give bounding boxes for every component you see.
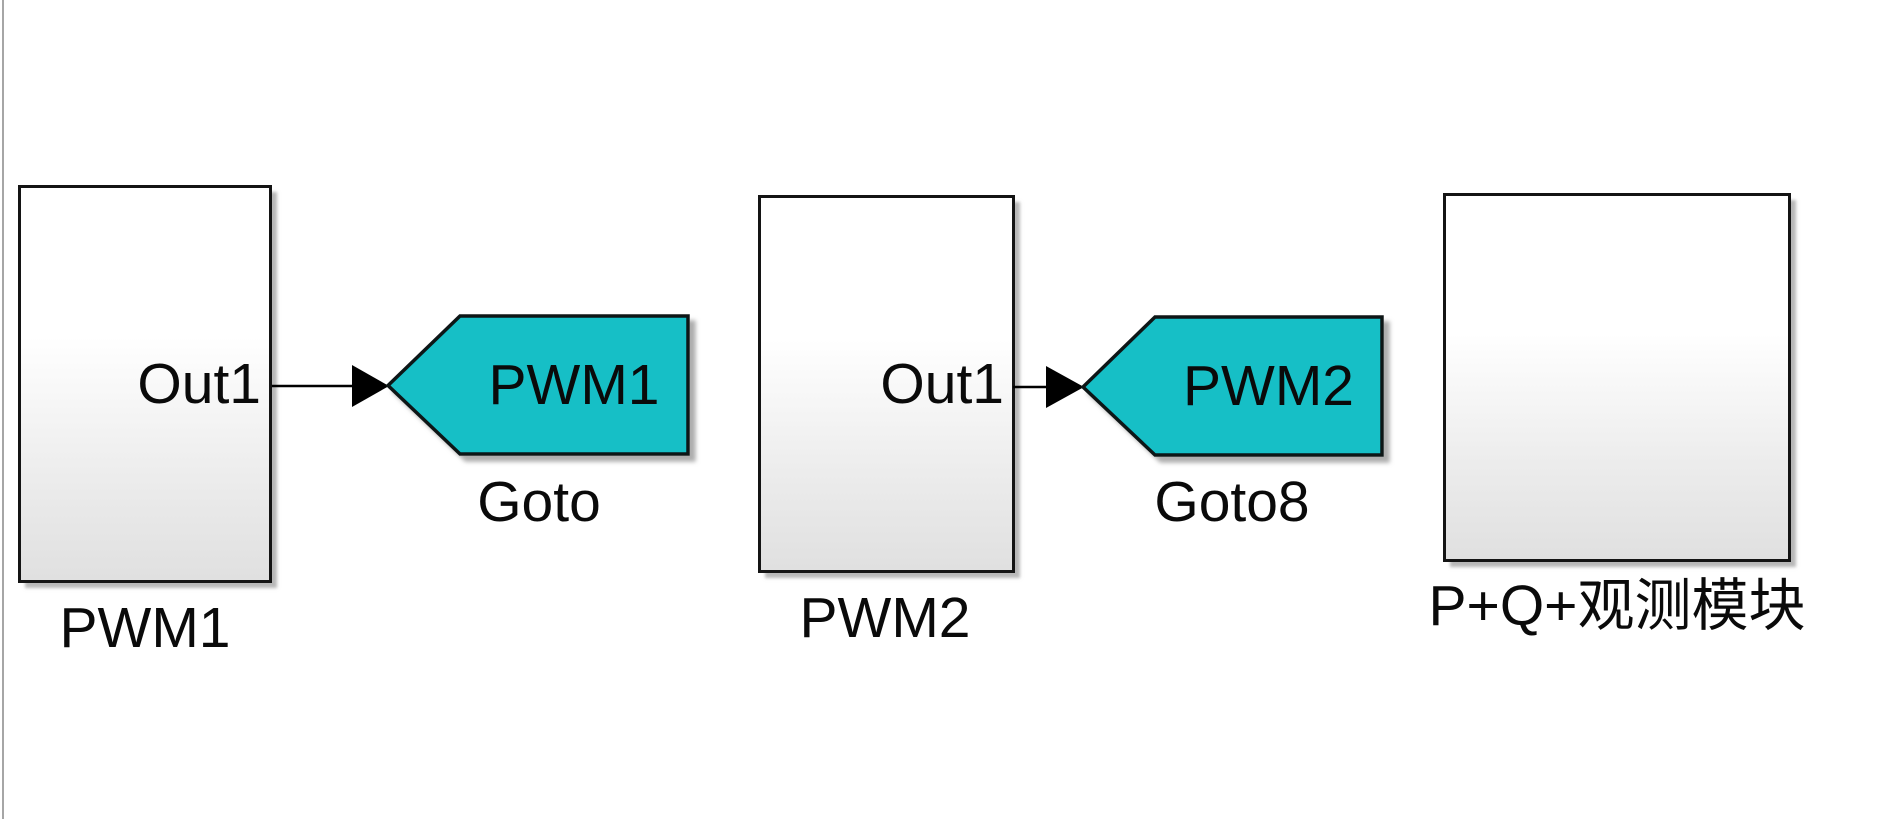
block-name-pwm1[interactable]: PWM1 (59, 596, 231, 660)
subsystem-block-observer[interactable] (1443, 193, 1791, 562)
block-name-goto[interactable]: Goto (477, 470, 601, 534)
wire1-arrowhead (352, 365, 389, 407)
canvas-left-border (2, 0, 4, 819)
goto-block-pwm1[interactable] (385, 314, 690, 456)
block-name-goto8[interactable]: Goto8 (1154, 470, 1310, 534)
goto-pwm1-tag-text[interactable]: PWM1 (488, 353, 660, 417)
subsystem-block-pwm1[interactable]: Out1 (18, 185, 272, 583)
output-port-label: Out1 (880, 351, 1004, 416)
subsystem-block-pwm2[interactable]: Out1 (758, 195, 1015, 573)
wire2-arrowhead (1046, 366, 1084, 408)
goto-block-pwm2[interactable] (1080, 315, 1384, 457)
output-port-label: Out1 (137, 351, 261, 416)
block-name-pwm2[interactable]: PWM2 (799, 586, 971, 650)
goto-pwm2-tag-text[interactable]: PWM2 (1183, 354, 1354, 418)
block-name-observer[interactable]: P+Q+观测模块 (1428, 574, 1806, 638)
